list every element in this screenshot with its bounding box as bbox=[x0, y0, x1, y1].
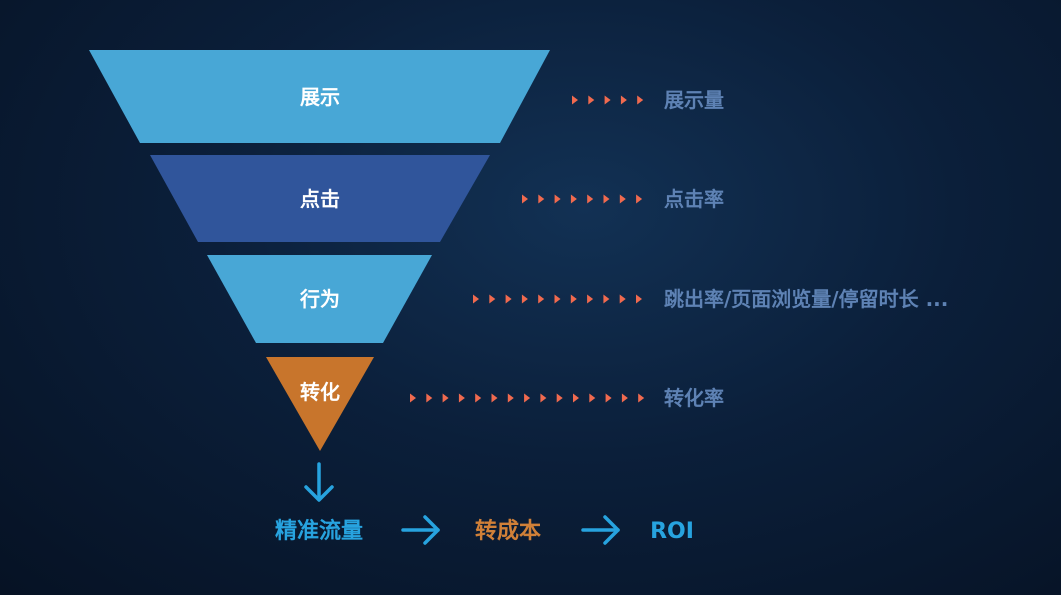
dot-arrow-icon bbox=[570, 294, 577, 304]
dot-arrow-icon bbox=[554, 194, 561, 204]
dot-arrow-icon bbox=[637, 95, 644, 105]
dot-arrow-icon bbox=[522, 194, 528, 204]
funnel-stage-conversion bbox=[266, 357, 374, 451]
dot-arrow-icon bbox=[556, 393, 563, 403]
dot-arrow-icon bbox=[426, 393, 433, 403]
dot-arrow-icon bbox=[589, 393, 596, 403]
metric-label-display: 展示量 bbox=[664, 88, 724, 112]
dot-arrow-icon bbox=[636, 194, 643, 204]
dot-arrow-icon bbox=[538, 294, 545, 304]
dot-arrow-icon bbox=[620, 95, 627, 105]
dot-arrow-icon bbox=[507, 393, 514, 403]
dotted-arrow-row-conversion bbox=[410, 393, 645, 403]
dot-arrow-icon bbox=[638, 393, 645, 403]
dot-arrow-icon bbox=[505, 294, 512, 304]
flow-step-conversion-cost: 转成本 bbox=[475, 518, 541, 544]
dot-arrow-icon bbox=[619, 294, 626, 304]
funnel-stage-display bbox=[89, 50, 550, 143]
stage-label-conversion: 转化 bbox=[300, 380, 340, 404]
dot-arrow-icon bbox=[458, 393, 465, 403]
dot-arrow-icon bbox=[475, 393, 482, 403]
funnel-stage-click bbox=[150, 155, 490, 242]
metric-label-click: 点击率 bbox=[664, 187, 724, 211]
dot-arrow-icon bbox=[570, 194, 577, 204]
dot-arrow-icon bbox=[603, 194, 610, 204]
dot-arrow-icon bbox=[524, 393, 531, 403]
flow-step-roi: ROI bbox=[650, 519, 694, 544]
dot-arrow-icon bbox=[587, 194, 594, 204]
metric-label-conversion: 转化率 bbox=[664, 386, 724, 410]
dot-arrow-icon bbox=[540, 393, 547, 403]
dotted-arrow-row-behavior bbox=[473, 294, 642, 304]
dot-arrow-icon bbox=[538, 194, 545, 204]
dot-arrow-icon bbox=[554, 294, 561, 304]
dotted-arrow-row-click bbox=[522, 194, 643, 204]
dot-arrow-icon bbox=[521, 294, 528, 304]
dot-arrow-icon bbox=[605, 393, 612, 403]
dot-arrow-icon bbox=[489, 294, 496, 304]
dot-arrow-icon bbox=[587, 294, 594, 304]
dot-arrow-icon bbox=[473, 294, 479, 304]
dot-arrow-icon bbox=[572, 95, 578, 105]
dot-arrow-icon bbox=[410, 393, 416, 403]
dot-arrow-icon bbox=[636, 294, 642, 304]
stage-label-display: 展示 bbox=[300, 85, 340, 109]
dot-arrow-icon bbox=[621, 393, 628, 403]
dot-arrow-icon bbox=[588, 95, 595, 105]
dot-arrow-icon bbox=[603, 294, 610, 304]
stage-label-behavior: 行为 bbox=[299, 287, 340, 311]
dotted-arrow-row-display bbox=[572, 95, 644, 105]
funnel-stage-behavior bbox=[207, 255, 432, 343]
arrow-right-icon bbox=[401, 515, 440, 545]
flow-step-precise-traffic: 精准流量 bbox=[275, 518, 363, 544]
arrow-right-icon bbox=[581, 515, 620, 545]
dot-arrow-icon bbox=[442, 393, 449, 403]
dot-arrow-icon bbox=[573, 393, 579, 403]
dot-arrow-icon bbox=[619, 194, 626, 204]
metric-label-behavior: 跳出率/页面浏览量/停留时长 ... bbox=[664, 287, 948, 311]
dot-arrow-icon bbox=[604, 95, 611, 105]
arrow-down-icon bbox=[304, 462, 334, 502]
dot-arrow-icon bbox=[491, 393, 498, 403]
stage-label-click: 点击 bbox=[300, 187, 340, 211]
